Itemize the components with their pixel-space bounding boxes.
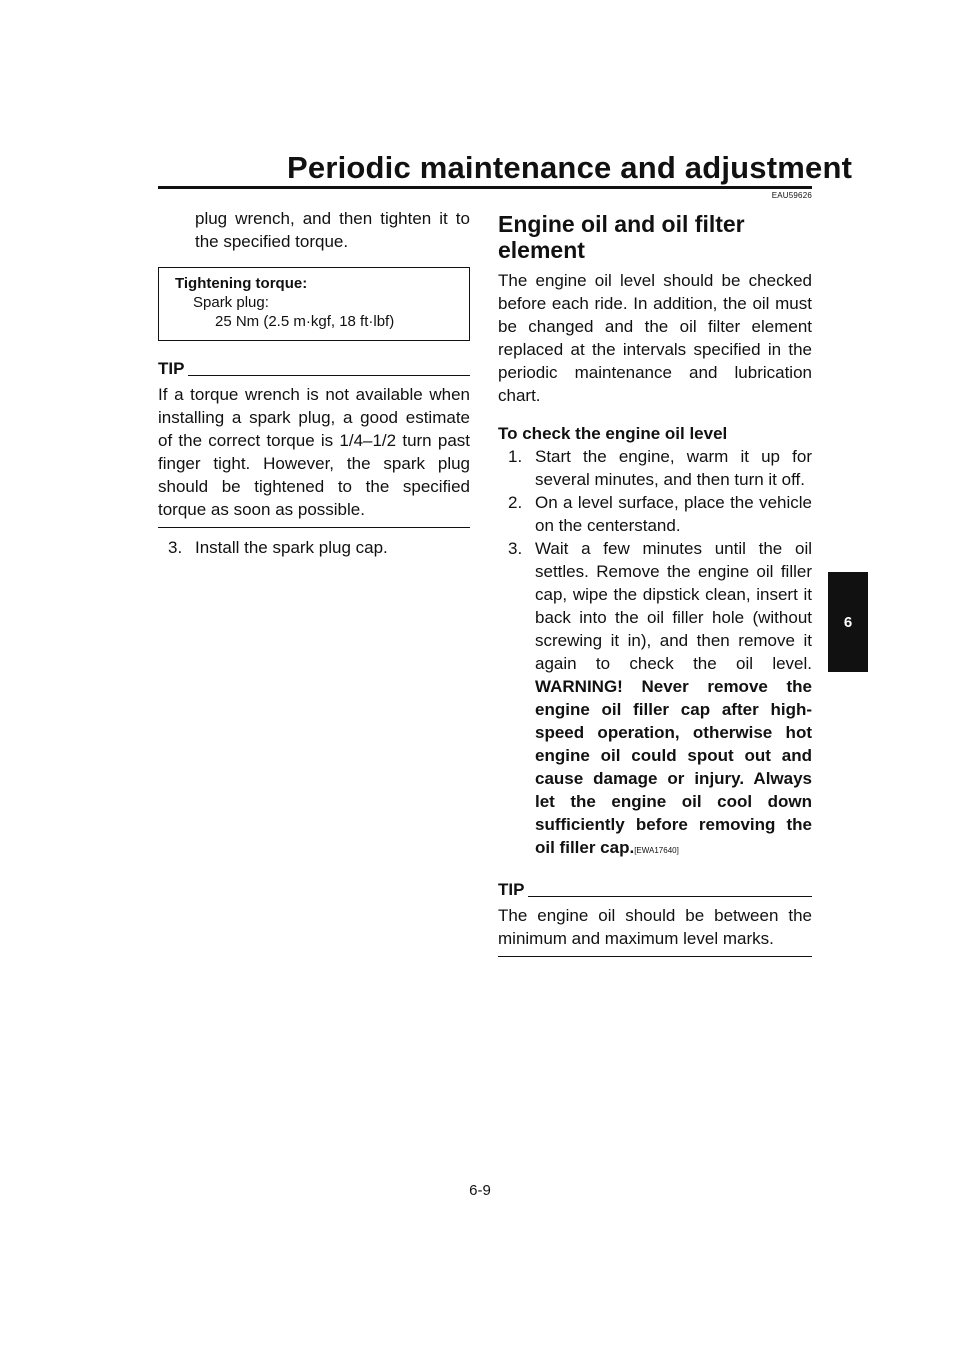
step-text: Wait a few minutes until the oil settles… <box>535 539 812 673</box>
section-heading: Engine oil and oil filter element <box>498 211 745 263</box>
header-rule <box>158 186 812 189</box>
section-intro-text: The engine oil level should be checked b… <box>498 271 812 405</box>
torque-spec-box: Tightening torque: Spark plug: 25 Nm (2.… <box>158 267 470 341</box>
tip-label: TIP <box>498 880 525 899</box>
step-number: 1. <box>508 447 523 466</box>
list-item: 3. Wait a few minutes until the oil sett… <box>498 537 812 862</box>
step-number: 2. <box>508 493 523 512</box>
step-text: On a level surface, place the vehicle on… <box>535 493 812 535</box>
list-item: 1. Start the engine, warm it up for seve… <box>498 445 812 491</box>
list-item: 3. Install the spark plug cap. <box>158 536 470 559</box>
tip-header-rule <box>528 896 812 897</box>
left-intro-text: plug wrench, and then tighten it to the … <box>195 209 470 251</box>
step-number: 3. <box>508 539 523 558</box>
tip-end-rule <box>158 527 470 528</box>
section-tab: 6 <box>828 572 868 672</box>
right-column: EAU59626 Engine oil and oil filter eleme… <box>498 191 812 957</box>
left-column: plug wrench, and then tighten it to the … <box>158 207 470 559</box>
torque-box-value: 25 Nm (2.5 m·kgf, 18 ft·lbf) <box>215 313 395 330</box>
warning-text: WARNING! Never remove the engine oil fil… <box>535 677 812 857</box>
torque-box-item: Spark plug: <box>193 294 269 311</box>
section-code: EAU59626 <box>771 191 812 200</box>
tip-header-rule <box>188 375 470 376</box>
step-text: Install the spark plug cap. <box>195 538 388 557</box>
step-text: Start the engine, warm it up for several… <box>535 447 812 489</box>
tip-end-rule <box>498 956 812 957</box>
page-title: Periodic maintenance and adjustment <box>287 150 853 185</box>
list-item: 2. On a level surface, place the vehicle… <box>498 491 812 537</box>
step-number: 3. <box>168 538 183 557</box>
tip-label: TIP <box>158 359 185 378</box>
sub-heading: To check the engine oil level <box>498 424 728 443</box>
tip-body: The engine oil should be between the min… <box>498 906 812 948</box>
tip-body: If a torque wrench is not available when… <box>158 385 470 519</box>
warning-code: [EWA17640] <box>634 846 679 855</box>
tip-header: TIP <box>158 359 470 379</box>
tip-header: TIP <box>498 880 812 900</box>
page-number: 6-9 <box>469 1182 491 1199</box>
torque-box-heading: Tightening torque: <box>175 275 308 292</box>
